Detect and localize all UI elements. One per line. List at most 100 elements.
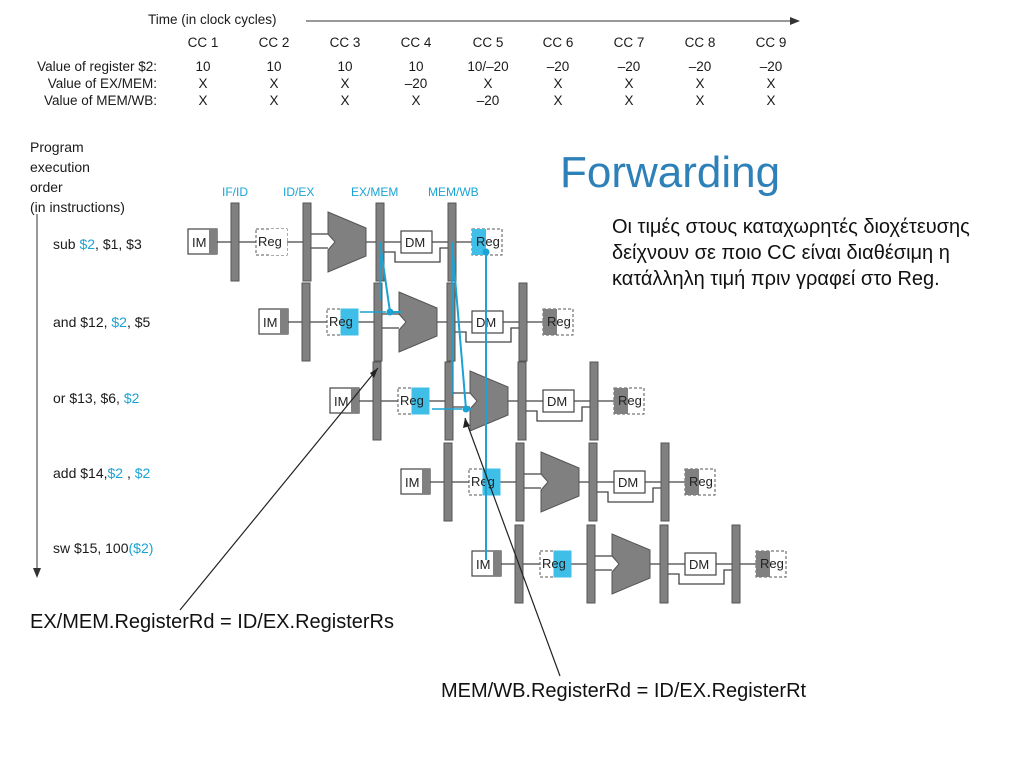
dm-block — [684, 552, 717, 576]
forward-node — [482, 248, 490, 256]
im-shade — [280, 309, 288, 334]
instruction-text: , $1, $3 — [95, 236, 142, 252]
program-order-label: Program execution order (in instructions… — [30, 137, 125, 217]
reg-read-label: Reg — [471, 474, 495, 489]
dm-block — [471, 310, 504, 334]
instruction-label: sub $2, $1, $3 — [53, 236, 142, 252]
row-value: X — [269, 93, 279, 108]
im-shade — [493, 551, 501, 576]
reg-write-label: Reg — [618, 393, 642, 408]
row-value: X — [198, 93, 208, 108]
program-order-arrow — [33, 214, 41, 578]
alu-unit — [398, 291, 438, 353]
register-highlight: $2 — [107, 465, 124, 481]
dm-label: DM — [618, 475, 638, 490]
annotation-arrow-ex-mem — [179, 367, 379, 611]
program-label-line4: (in instructions) — [30, 199, 125, 215]
reg-read-shade — [340, 308, 359, 336]
if-id-register — [301, 282, 311, 362]
reg-write-shade — [472, 229, 486, 255]
instruction-label: and $12, $2, $5 — [53, 314, 150, 330]
row-value: 10/–20 — [467, 59, 509, 74]
register-highlight: $2 — [123, 390, 140, 406]
id-ex-register — [515, 442, 525, 522]
instruction-text: sw $15, 100 — [53, 540, 129, 556]
forward-wire — [360, 254, 386, 313]
instruction-text: sub — [53, 236, 80, 252]
dm-block — [613, 470, 646, 494]
dm-label: DM — [689, 557, 709, 572]
row-value: X — [553, 93, 563, 108]
stage-id-ex: ID/EX — [283, 185, 315, 199]
row-value: X — [553, 76, 563, 91]
cycle-label: CC 1 — [187, 35, 219, 50]
forward-node — [386, 308, 394, 316]
cycle-label: CC 4 — [400, 35, 432, 50]
row-value: X — [624, 76, 634, 91]
annotation-arrowhead — [463, 418, 470, 428]
condition-mem-wb: MEM/WB.RegisterRd = ID/EX.RegisterRt — [441, 680, 807, 702]
cycle-label: CC 8 — [684, 35, 716, 50]
instruction-text: , — [123, 465, 135, 481]
reg-read-label: Reg — [258, 234, 282, 249]
reg-read-shade — [553, 550, 572, 578]
reg-read-shade — [270, 229, 287, 255]
row-value: –20 — [404, 76, 428, 91]
reg-write-shade — [685, 469, 699, 495]
stage-if-id: IF/ID — [222, 185, 248, 199]
reg-write-label: Reg — [476, 234, 500, 249]
reg-write-shade — [756, 551, 770, 577]
row-value: –20 — [759, 59, 783, 74]
register-highlight: ($2) — [128, 540, 154, 556]
annotation-arrow-mem-wb — [464, 417, 561, 677]
row-value: –20 — [546, 59, 570, 74]
row-label: Value of register $2: — [37, 59, 157, 74]
row-label: Value of MEM/WB: — [43, 93, 157, 108]
row-value: –20 — [617, 59, 641, 74]
row-value: X — [766, 76, 776, 91]
if-id-register — [230, 202, 240, 282]
row-value: 10 — [408, 59, 424, 74]
row-value: –20 — [688, 59, 712, 74]
row-value: X — [695, 93, 705, 108]
im-label: IM — [192, 235, 206, 250]
annotation-arrowhead — [370, 368, 378, 378]
reg-write-shade — [614, 388, 628, 414]
program-label-line3: order — [30, 179, 63, 195]
row-value: X — [198, 76, 208, 91]
program-label-line2: execution — [30, 159, 90, 175]
condition-ex-mem: EX/MEM.RegisterRd = ID/EX.RegisterRs — [30, 611, 394, 633]
ex-mem-register — [588, 442, 598, 522]
im-label: IM — [405, 475, 419, 490]
instruction-label: sw $15, 100($2) — [53, 540, 153, 556]
instruction-text: add $14, — [53, 465, 108, 481]
reg-write-shade — [543, 309, 557, 335]
dm-block — [400, 230, 433, 254]
instruction-label: add $14,$2 , $2 — [53, 465, 150, 481]
register-highlight: $2 — [111, 314, 127, 330]
reg-read-label: Reg — [400, 393, 424, 408]
cycle-label: CC 3 — [329, 35, 361, 50]
cycle-label: CC 7 — [613, 35, 645, 50]
cycle-label: CC 2 — [258, 35, 290, 50]
instruction-text: , $5 — [126, 314, 151, 330]
alu-unit — [611, 533, 651, 595]
reg-read-label: Reg — [329, 314, 353, 329]
cycle-label: CC 9 — [755, 35, 787, 50]
stage-mem-wb: MEM/WB — [428, 185, 479, 199]
reg-read-shade — [411, 387, 430, 415]
datapath-wire — [217, 233, 472, 263]
dm-label: DM — [405, 235, 425, 250]
datapath-wire — [359, 392, 614, 422]
mem-wb-register — [660, 442, 670, 522]
cycle-label: CC 5 — [472, 35, 504, 50]
row-value: 10 — [266, 59, 282, 74]
dm-block — [542, 389, 575, 413]
timeline-arrow — [306, 17, 800, 25]
instruction-text: and $12, — [53, 314, 112, 330]
datapath-wire — [430, 473, 685, 503]
im-shade — [351, 388, 359, 413]
im-shade — [422, 469, 430, 494]
